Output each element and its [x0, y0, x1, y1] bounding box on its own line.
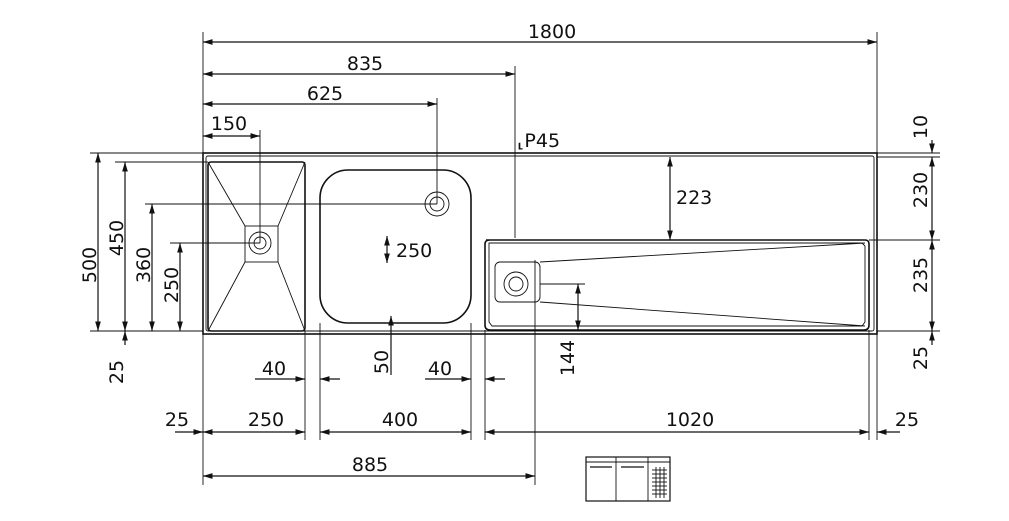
drainer [484, 239, 870, 331]
dim-360: 360 [133, 247, 155, 283]
sink-outline [202, 152, 878, 335]
dimension-lines [95, 39, 935, 479]
dim-235: 235 [910, 257, 932, 293]
dim-450: 450 [106, 220, 128, 256]
dim-40-right: 40 [428, 358, 452, 380]
dim-150: 150 [211, 113, 247, 135]
dim-250-left: 250 [161, 267, 183, 303]
dim-144: 144 [557, 340, 579, 376]
dimension-labels: 1800 835 625 150 ⸤P45 500 450 360 250 25… [79, 21, 932, 476]
model-code: ⸤P45 [517, 130, 560, 152]
small-bowl [207, 161, 306, 332]
dim-500: 500 [79, 247, 101, 283]
dim-10: 10 [910, 115, 932, 139]
dim-1800: 1800 [528, 21, 576, 43]
dim-25-right: 25 [910, 346, 932, 370]
dim-bowl-250: 250 [396, 240, 432, 262]
cabinet-icon [585, 456, 671, 502]
dim-50: 50 [371, 350, 393, 374]
dim-230: 230 [910, 172, 932, 208]
dim-bottom-1020: 1020 [666, 409, 714, 431]
dim-625: 625 [307, 83, 343, 105]
dim-223: 223 [676, 187, 712, 209]
dim-25-left: 25 [106, 360, 128, 384]
dim-bottom-250: 250 [248, 409, 284, 431]
dim-bottom-25-right: 25 [895, 409, 919, 431]
dim-bottom-400: 400 [382, 409, 418, 431]
dim-835: 835 [347, 53, 383, 75]
dim-885: 885 [352, 454, 388, 476]
dim-40-left: 40 [262, 358, 286, 380]
dim-bottom-25-left: 25 [165, 409, 189, 431]
extension-lines [90, 32, 940, 485]
